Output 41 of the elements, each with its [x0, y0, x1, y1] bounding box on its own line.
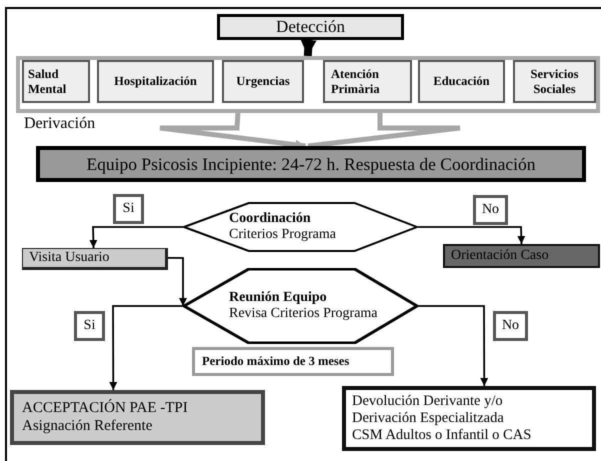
team-box: [36, 146, 586, 182]
node-text: Visita Usuario: [29, 250, 110, 266]
node-text: Orientación Caso: [451, 248, 550, 264]
source-box: [222, 60, 304, 103]
source-box: [97, 60, 214, 103]
source-box: [22, 60, 90, 103]
note-box: [192, 347, 394, 376]
node-text: Devolución Derivante y/o: [352, 393, 504, 410]
node-text: Derivación Especialitzada: [352, 410, 505, 427]
node-text: Hospitalización: [114, 74, 197, 89]
source-box: [513, 60, 596, 103]
source-box: [418, 60, 505, 103]
node-text: Salud Mental: [28, 67, 68, 96]
decision-text: Revisa Criterios Programa: [229, 306, 378, 322]
node-text: Atención Primària: [331, 67, 381, 96]
edge-label: No: [473, 195, 508, 225]
decision-heading: Coordinación: [229, 210, 311, 227]
node-text: Detección: [276, 17, 345, 37]
node-text: Periodo máximo de 3 meses: [202, 354, 350, 369]
node-text: Educación: [433, 74, 490, 89]
process-box: [443, 244, 600, 268]
node-text: Urgencias: [236, 74, 290, 89]
stage-label: Derivación: [24, 115, 96, 133]
decision-text: Criterios Programa: [229, 227, 336, 244]
process-box: [217, 14, 404, 40]
node-text: Asignación Referente: [22, 418, 154, 435]
edge-label: Si: [74, 311, 105, 341]
node-text: CSM Adultos o Infantil o CAS: [352, 426, 532, 444]
decision-hexagon: [183, 202, 418, 252]
node-text: Servicios Sociales: [530, 67, 580, 96]
process-box: [22, 248, 168, 270]
process-box: [342, 386, 596, 451]
decision-heading: Reunión Equipo: [229, 290, 327, 306]
process-box: [10, 390, 265, 445]
edge-label: No: [493, 311, 528, 341]
decision-hexagon: [183, 268, 418, 344]
source-panel: [16, 56, 600, 113]
node-text: Equipo Psicosis Incipiente: 24-72 h. Respuesta de Coordinación: [86, 154, 536, 174]
source-box: [323, 60, 412, 103]
edge-label: Si: [113, 194, 144, 224]
node-text: ACCEPTACIÓN PAE -TPI: [22, 400, 189, 418]
